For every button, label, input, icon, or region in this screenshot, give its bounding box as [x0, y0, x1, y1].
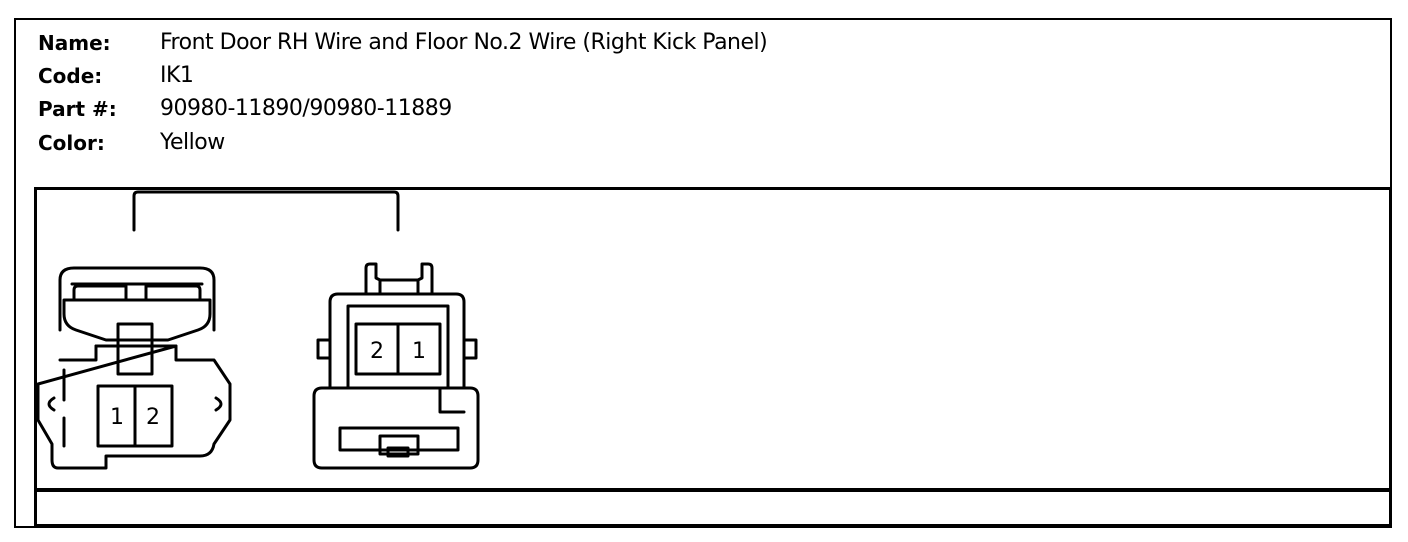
color-value: Yellow: [160, 130, 225, 155]
part-label: Part #:: [38, 97, 117, 121]
left-pin-1: 1: [110, 405, 124, 430]
part-row: Part #: 90980-11890/90980-11889: [38, 92, 938, 126]
left-connector-top-cap: [58, 266, 216, 332]
right-pin-2: 2: [370, 339, 384, 364]
right-connector-top-latch: [364, 262, 434, 296]
name-row: Name: Front Door RH Wire and Floor No.2 …: [38, 26, 938, 60]
diagram-divider: [34, 488, 1392, 492]
code-label: Code:: [38, 64, 103, 88]
right-connector-body: [328, 292, 466, 390]
color-label: Color:: [38, 131, 105, 155]
code-value: IK1: [160, 63, 194, 88]
code-row: Code: IK1: [38, 59, 938, 93]
left-connector-lock-arm: [62, 298, 212, 342]
name-value: Front Door RH Wire and Floor No.2 Wire (…: [160, 30, 768, 55]
left-pin-2: 2: [146, 405, 160, 430]
color-row: Color: Yellow: [38, 126, 938, 160]
left-connector: [36, 266, 232, 470]
right-connector: [312, 262, 480, 470]
right-pin-1: 1: [412, 339, 426, 364]
mating-bracket: [132, 190, 400, 232]
left-connector-body: [36, 344, 232, 470]
connector-diagram-box: [34, 187, 1392, 527]
right-connector-base: [312, 386, 480, 470]
part-value: 90980-11890/90980-11889: [160, 96, 452, 121]
name-label: Name:: [38, 31, 111, 55]
